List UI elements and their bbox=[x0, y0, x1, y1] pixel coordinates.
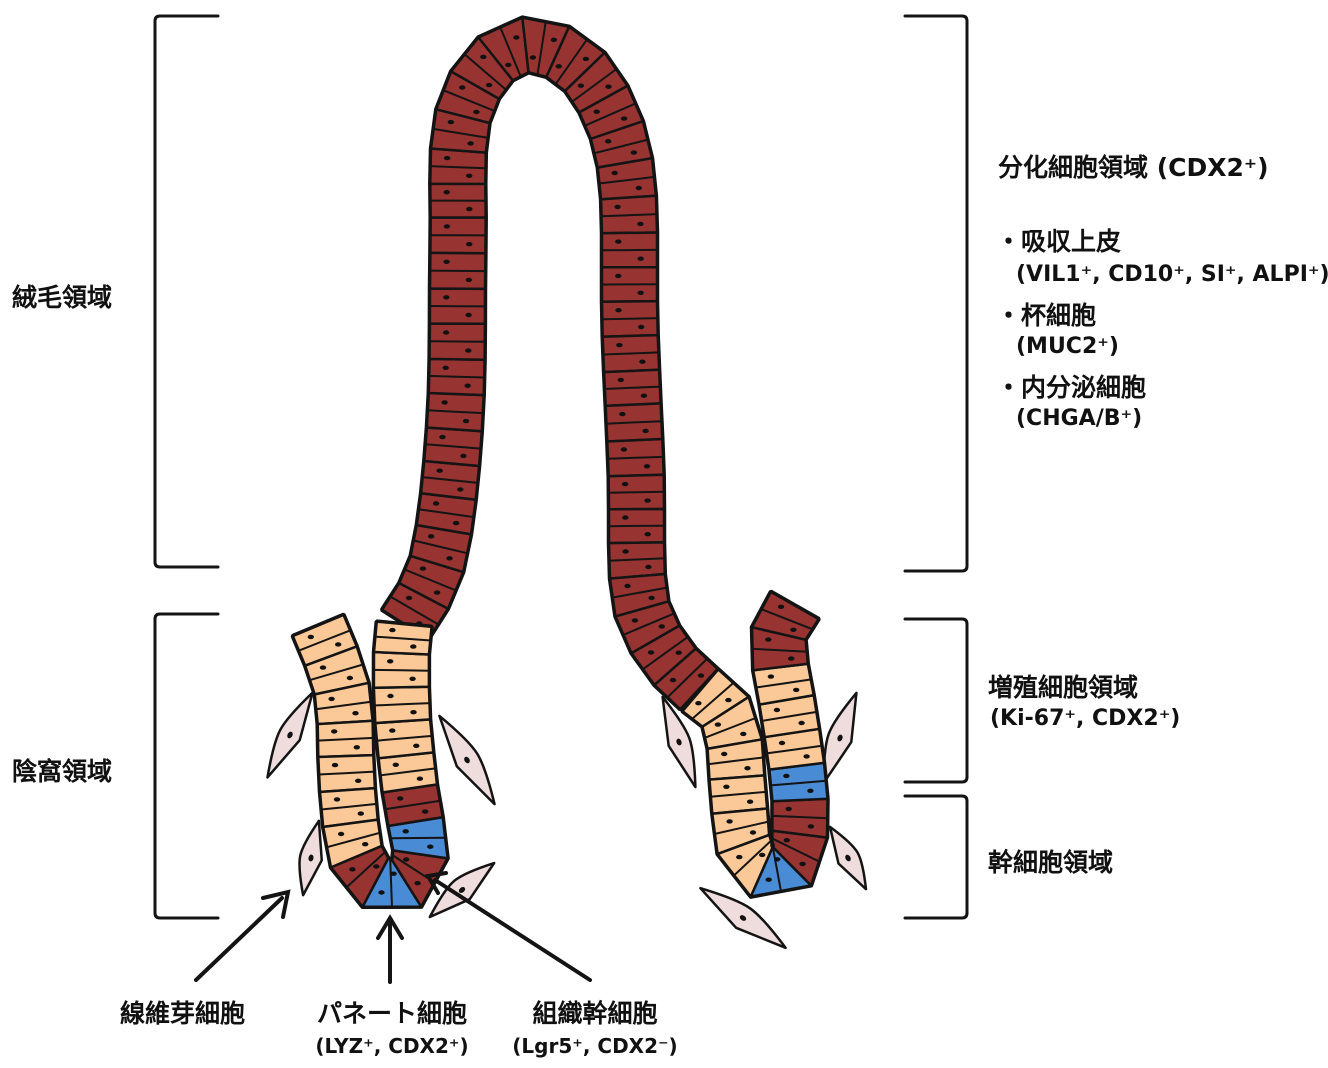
right-crypt-epithelium bbox=[682, 591, 828, 897]
stem-bracket bbox=[905, 796, 967, 918]
proliferative-region-markers: (Ki-67⁺, CDX2⁺) bbox=[990, 706, 1180, 731]
proliferative-region-label: 増殖細胞領域 bbox=[988, 668, 1138, 704]
stem-cell-label: 組織幹細胞 bbox=[532, 994, 657, 1030]
villus-epithelium bbox=[381, 17, 718, 710]
fibroblast-label: 線維芽細胞 bbox=[120, 994, 245, 1030]
villus-region-label: 絨毛領域 bbox=[12, 278, 112, 314]
proliferative-bracket bbox=[905, 619, 967, 782]
fibroblast-cell bbox=[258, 687, 322, 782]
paneth-cell-markers: (LYZ⁺, CDX2⁺) bbox=[315, 1034, 468, 1058]
stem-cell-arrow bbox=[435, 880, 590, 980]
goblet-cell-markers: (MUC2⁺) bbox=[1016, 334, 1119, 359]
stem-region-label: 幹細胞領域 bbox=[988, 843, 1113, 879]
differentiated-region-label: 分化細胞領域 (CDX2⁺) bbox=[998, 148, 1269, 184]
absorptive-cell-markers: (VIL1⁺, CD10⁺, SI⁺, ALPI⁺) bbox=[1016, 262, 1328, 287]
endocrine-cell-markers: (CHGA/B⁺) bbox=[1016, 406, 1142, 431]
crypt-bracket bbox=[155, 614, 218, 918]
differentiated-bracket bbox=[905, 16, 967, 571]
paneth-cell-label: パネート細胞 bbox=[317, 994, 467, 1030]
villus-bracket bbox=[155, 16, 218, 567]
crypt-region-label: 陰窩領域 bbox=[12, 752, 112, 788]
endocrine-cell-label: ・内分泌細胞 bbox=[996, 368, 1146, 404]
fibroblast-arrow bbox=[196, 898, 282, 980]
goblet-cell-label: ・杯細胞 bbox=[996, 296, 1096, 332]
absorptive-cell-label: ・吸収上皮 bbox=[996, 222, 1121, 258]
stem-cell-markers: (Lgr5⁺, CDX2⁻) bbox=[512, 1034, 677, 1058]
